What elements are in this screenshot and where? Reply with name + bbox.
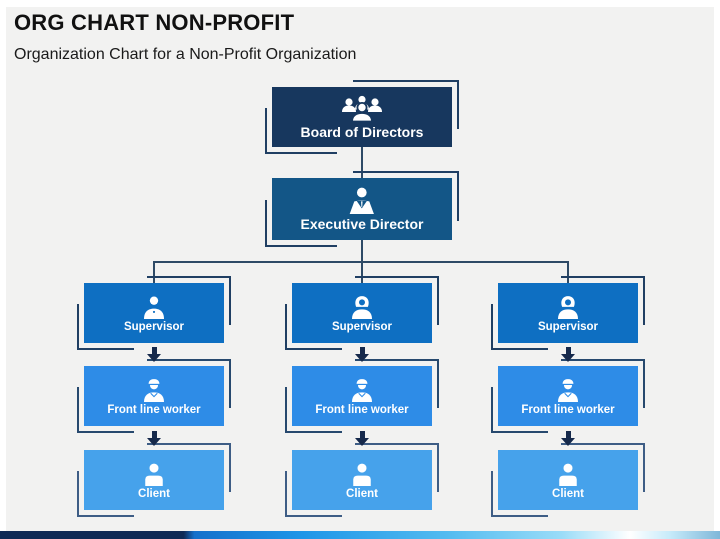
node-supervisor-1-label: Supervisor	[123, 320, 185, 333]
connector-line	[361, 262, 363, 283]
arrow-head	[561, 438, 575, 446]
connector-line	[361, 147, 363, 178]
node-front-line-worker-3: Front line worker	[491, 359, 645, 433]
arrow-head	[147, 438, 161, 446]
node-executive-director-label: Executive Director	[300, 216, 424, 232]
connector-line	[153, 262, 155, 283]
node-front-line-worker-2: Front line worker	[285, 359, 439, 433]
arrow-stem	[565, 431, 571, 438]
node-client-1-box: Client	[84, 450, 224, 510]
down-arrow-icon	[147, 431, 161, 446]
worker-icon	[139, 377, 169, 402]
person-bust-icon	[553, 461, 583, 486]
node-client-3: Client	[491, 443, 645, 517]
node-supervisor-2-label: Supervisor	[331, 320, 393, 333]
slide-subtitle: Organization Chart for a Non-Profit Orga…	[14, 46, 357, 63]
person-bust-icon	[139, 461, 169, 486]
node-board-of-directors-label: Board of Directors	[300, 124, 424, 140]
worker-icon	[553, 377, 583, 402]
node-client-3-label: Client	[552, 487, 584, 500]
arrow-stem	[565, 347, 571, 354]
node-client-1-label: Client	[138, 487, 170, 500]
node-supervisor-3-label: Supervisor	[537, 320, 599, 333]
node-front-line-worker-1-box: Front line worker	[84, 366, 224, 426]
node-executive-director-box: Executive Director	[272, 178, 452, 240]
arrow-head	[355, 354, 369, 362]
arrow-head	[355, 438, 369, 446]
arrow-stem	[359, 431, 365, 438]
person-female-icon	[553, 294, 583, 319]
node-executive-director: Executive Director	[265, 171, 459, 247]
connector-line	[567, 262, 569, 283]
arrow-head	[561, 354, 575, 362]
worker-icon	[347, 377, 377, 402]
node-supervisor-1: Supervisor	[77, 276, 231, 350]
node-front-line-worker-2-box: Front line worker	[292, 366, 432, 426]
arrow-head	[147, 354, 161, 362]
node-client-2-label: Client	[346, 487, 378, 500]
person-bust-icon	[347, 461, 377, 486]
node-supervisor-3: Supervisor	[491, 276, 645, 350]
down-arrow-icon	[355, 431, 369, 446]
node-front-line-worker-1: Front line worker	[77, 359, 231, 433]
node-client-2-box: Client	[292, 450, 432, 510]
person-male-icon	[139, 294, 169, 319]
node-client-2: Client	[285, 443, 439, 517]
person-suit-icon	[345, 186, 379, 214]
person-female-icon	[347, 294, 377, 319]
node-supervisor-3-box: Supervisor	[498, 283, 638, 343]
node-client-1: Client	[77, 443, 231, 517]
down-arrow-icon	[561, 431, 575, 446]
down-arrow-icon	[147, 347, 161, 362]
node-front-line-worker-2-label: Front line worker	[315, 403, 409, 416]
node-front-line-worker-3-label: Front line worker	[521, 403, 615, 416]
node-supervisor-2-box: Supervisor	[292, 283, 432, 343]
bottom-accent-bar	[0, 531, 720, 539]
arrow-stem	[151, 347, 157, 354]
down-arrow-icon	[561, 347, 575, 362]
node-board-of-directors-box: Board of Directors	[272, 87, 452, 147]
connector-line	[361, 240, 363, 262]
node-front-line-worker-3-box: Front line worker	[498, 366, 638, 426]
slide-title: ORG CHART NON-PROFIT	[14, 10, 295, 35]
node-front-line-worker-1-label: Front line worker	[107, 403, 201, 416]
people-group-icon	[339, 94, 385, 122]
node-supervisor-1-box: Supervisor	[84, 283, 224, 343]
arrow-stem	[359, 347, 365, 354]
node-board-of-directors: Board of Directors	[265, 80, 459, 154]
node-supervisor-2: Supervisor	[285, 276, 439, 350]
node-client-3-box: Client	[498, 450, 638, 510]
arrow-stem	[151, 431, 157, 438]
down-arrow-icon	[355, 347, 369, 362]
